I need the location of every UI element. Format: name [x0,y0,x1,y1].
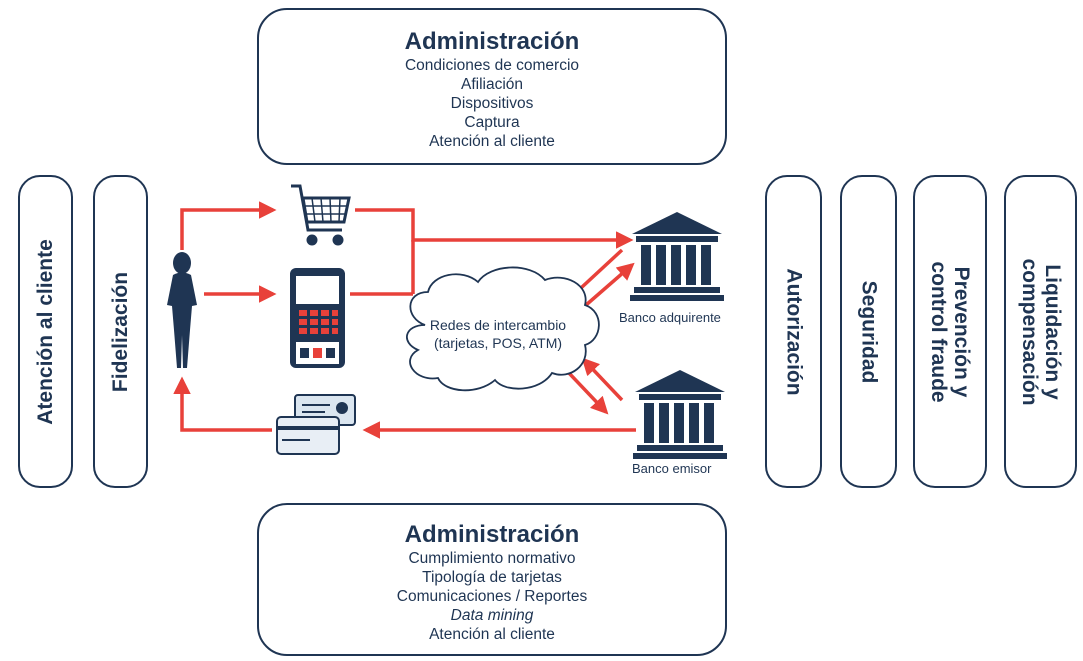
admin-bottom-item: Comunicaciones / Reportes [396,588,588,605]
person-icon [167,252,197,368]
bank-emisor-icon [633,370,727,459]
admin-bottom-item: Data mining [450,607,534,624]
admin-bottom-box: Administración Cumplimiento normativo Ti… [257,503,727,656]
pill-seguridad: Seguridad [840,175,897,488]
pill-prevencion: Prevención y control fraude [913,175,987,488]
admin-bottom-item: Atención al cliente [429,626,555,643]
admin-bottom-item: Cumplimiento normativo [408,550,576,567]
admin-top-box: Administración Condiciones de comercio A… [257,8,727,165]
arrow-person-to-cart [180,201,277,250]
cloud-label-line1: Redes de intercambio [429,317,567,333]
cloud-label: Redes de intercambio (tarjetas, POS, ATM… [418,316,578,352]
flow-arrows [173,201,636,439]
arrow-emisor-to-cloud [581,357,624,402]
admin-top-item: Dispositivos [450,95,534,112]
pill-atencion-cliente: Atención al cliente [18,175,73,488]
admin-bottom-title: Administración [404,521,580,548]
shopping-cart-icon [291,184,351,246]
network-cloud [406,266,600,392]
pill-autorizacion: Autorización [765,175,822,488]
admin-top-item: Captura [464,114,520,131]
card-printer-icon [276,394,356,455]
pill-fidelizacion: Fidelización [93,175,148,488]
admin-top-item: Condiciones de comercio [404,57,580,74]
cloud-label-line2: (tarjetas, POS, ATM) [433,335,563,351]
admin-bottom-item: Tipología de tarjetas [422,569,562,586]
arrow-cloud-to-emisor [566,370,609,415]
pill-liquidacion: Liquidación y compensación [1004,175,1077,488]
bank-adquirente-icon [630,212,724,301]
arrow-cart-to-bank [355,208,634,249]
pos-terminal-icon [290,268,345,368]
admin-top-title: Administración [404,28,580,55]
admin-top-item: Afiliación [460,76,524,93]
bank-adquirente-label: Banco adquirente [619,310,721,325]
arrow-cloud-to-bank [576,262,635,314]
admin-top-item: Atención al cliente [429,133,555,150]
bank-emisor-label: Banco emisor [632,461,712,476]
arrow-printer-to-person [173,376,272,432]
